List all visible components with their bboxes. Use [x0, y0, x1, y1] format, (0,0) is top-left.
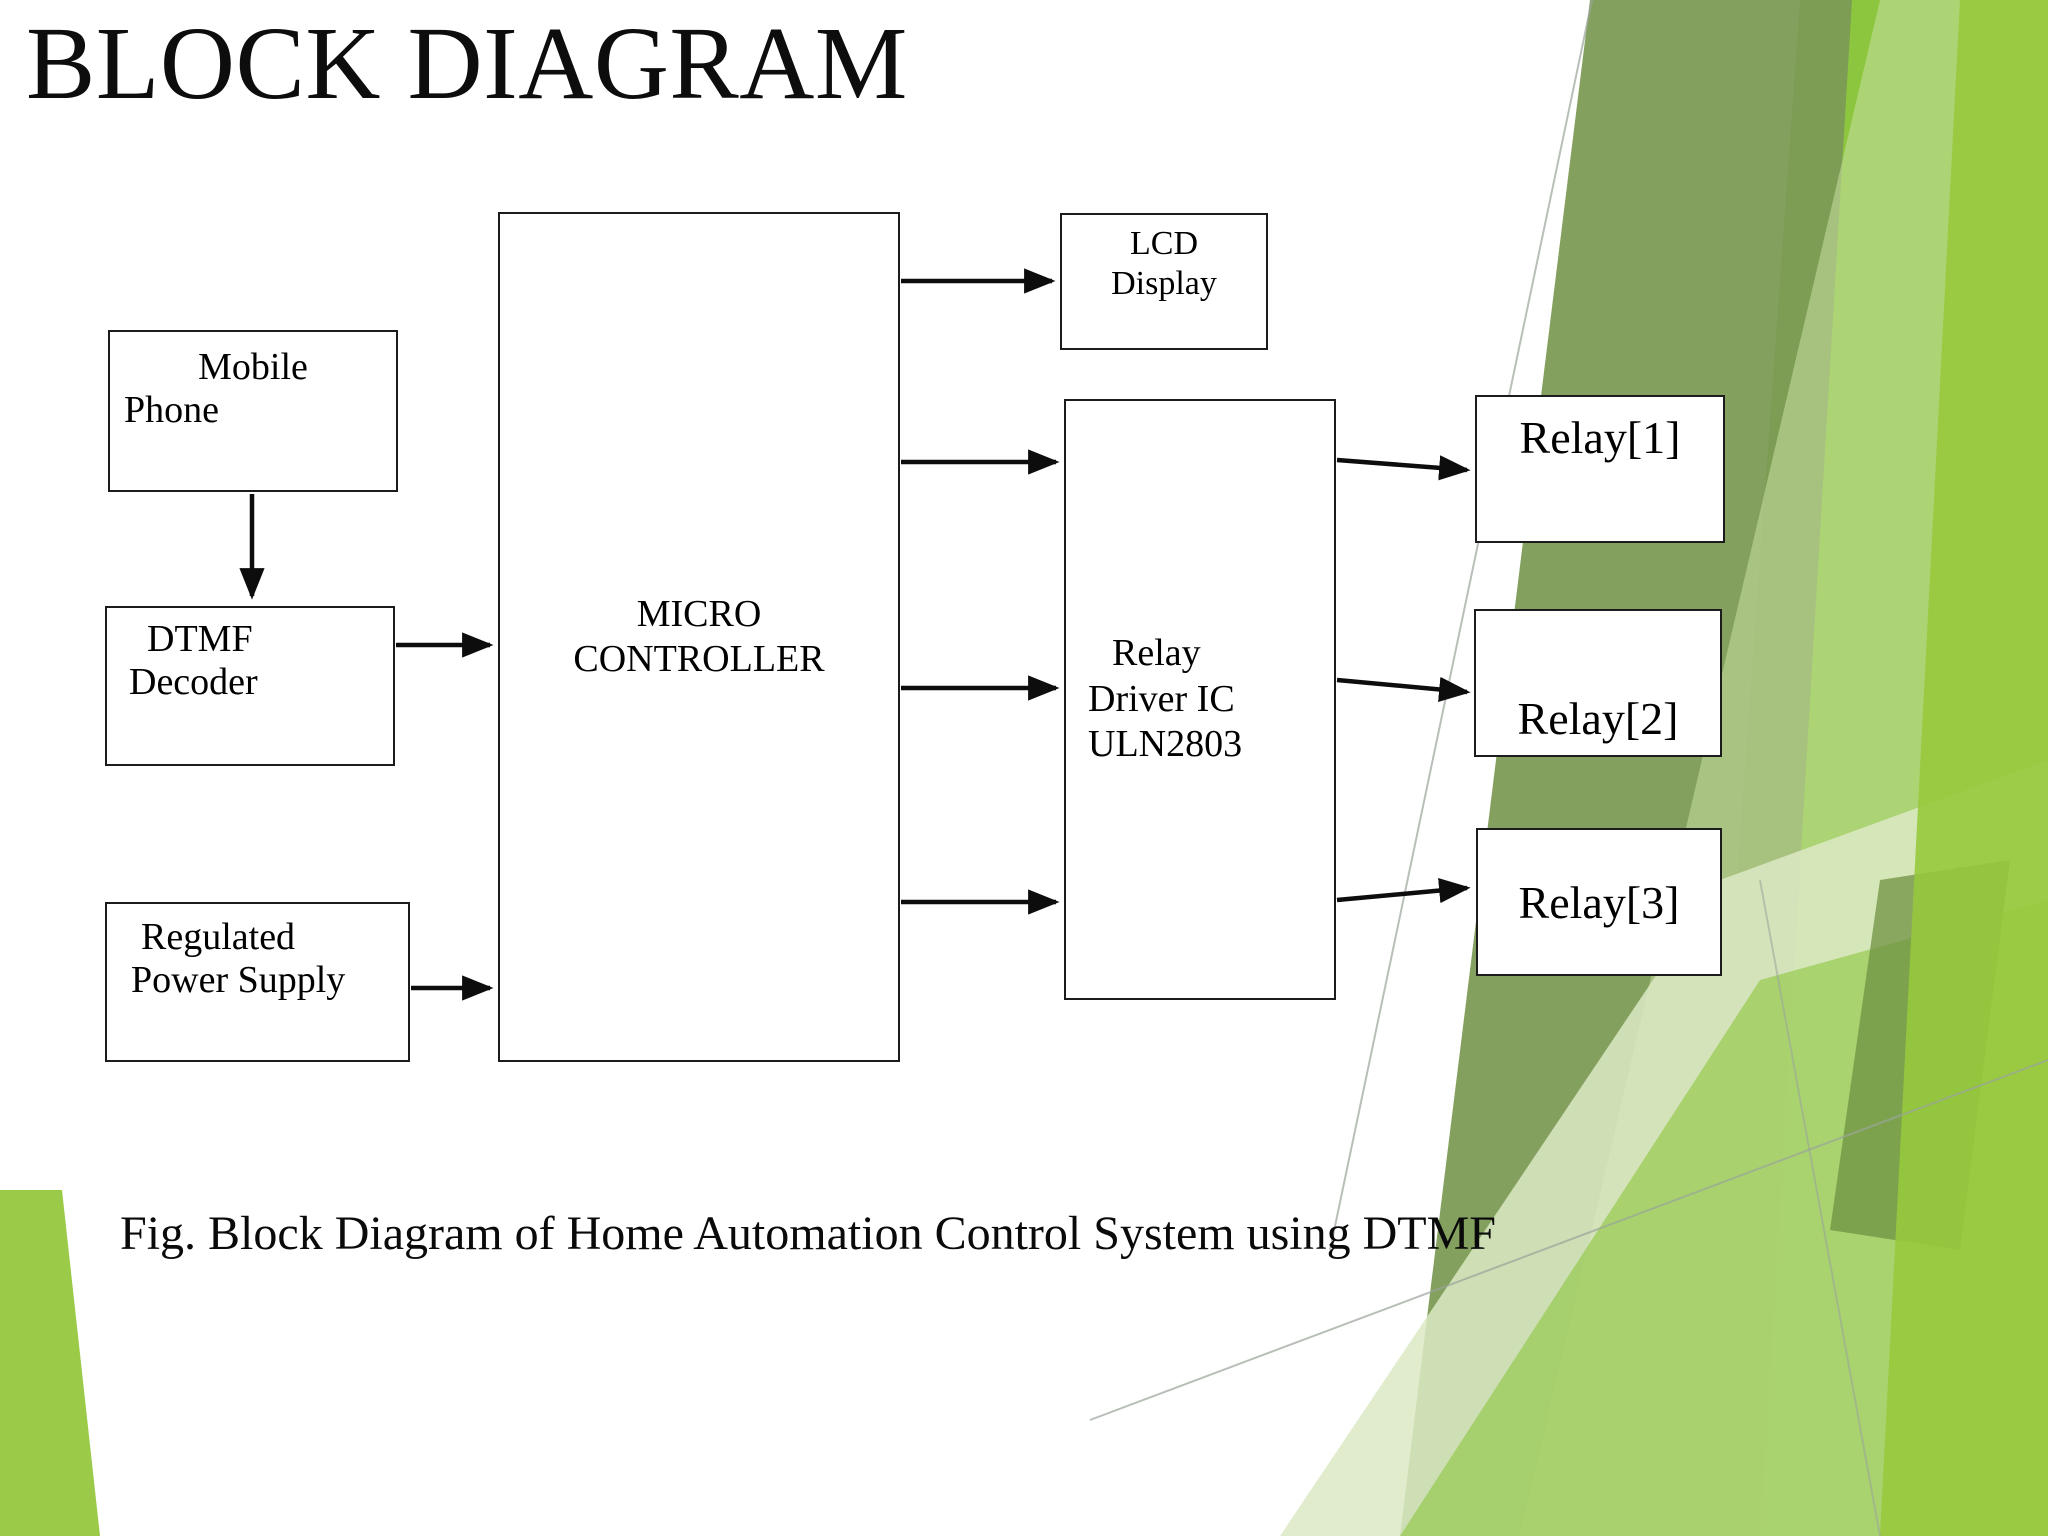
- block-relay-driver-ic[interactable]: Relay Driver IC ULN2803: [1064, 399, 1336, 1000]
- block-dtmf-decoder-line-2: Decoder: [129, 661, 258, 704]
- block-mobile-phone-line-2: Phone: [124, 388, 219, 431]
- block-micro-controller[interactable]: MICRO CONTROLLER: [498, 212, 900, 1062]
- block-micro-controller-line-1: MICRO: [636, 593, 762, 636]
- block-regulated-power-supply-line-2: Power Supply: [131, 959, 346, 1002]
- page-title: BLOCK DIAGRAM: [26, 6, 908, 121]
- figure-caption: Fig. Block Diagram of Home Automation Co…: [120, 1207, 1496, 1260]
- block-regulated-power-supply-line-1: Regulated: [141, 916, 296, 958]
- block-relay-2[interactable]: Relay[2]: [1474, 609, 1722, 757]
- block-lcd-display-line-2: Display: [1111, 265, 1217, 303]
- block-dtmf-decoder-line-1: DTMF: [147, 618, 253, 660]
- block-relay-driver-ic-line-1: Relay: [1112, 632, 1201, 675]
- block-dtmf-decoder[interactable]: DTMF Decoder: [105, 606, 395, 766]
- block-relay-3-label: Relay[3]: [1518, 876, 1680, 928]
- block-relay-1[interactable]: Relay[1]: [1475, 395, 1725, 543]
- block-mobile-phone-line-1: Mobile: [198, 346, 308, 388]
- block-relay-driver-ic-line-2: Driver IC: [1088, 677, 1235, 720]
- edge-relaydriver-to-relay3: [1336, 878, 1471, 904]
- block-micro-controller-line-2: CONTROLLER: [573, 638, 825, 680]
- block-relay-2-label: Relay[2]: [1517, 693, 1679, 744]
- edge-relaydriver-to-relay2: [1336, 676, 1471, 702]
- block-relay-driver-ic-line-3: ULN2803: [1088, 723, 1243, 766]
- block-lcd-display[interactable]: LCD Display: [1060, 213, 1268, 350]
- block-relay-3[interactable]: Relay[3]: [1476, 828, 1722, 976]
- edge-relaydriver-to-relay1: [1336, 455, 1471, 481]
- block-lcd-display-line-1: LCD: [1130, 225, 1198, 262]
- block-mobile-phone[interactable]: Mobile Phone: [108, 330, 398, 492]
- block-regulated-power-supply[interactable]: Regulated Power Supply: [105, 902, 410, 1062]
- block-relay-1-label: Relay[1]: [1519, 412, 1681, 463]
